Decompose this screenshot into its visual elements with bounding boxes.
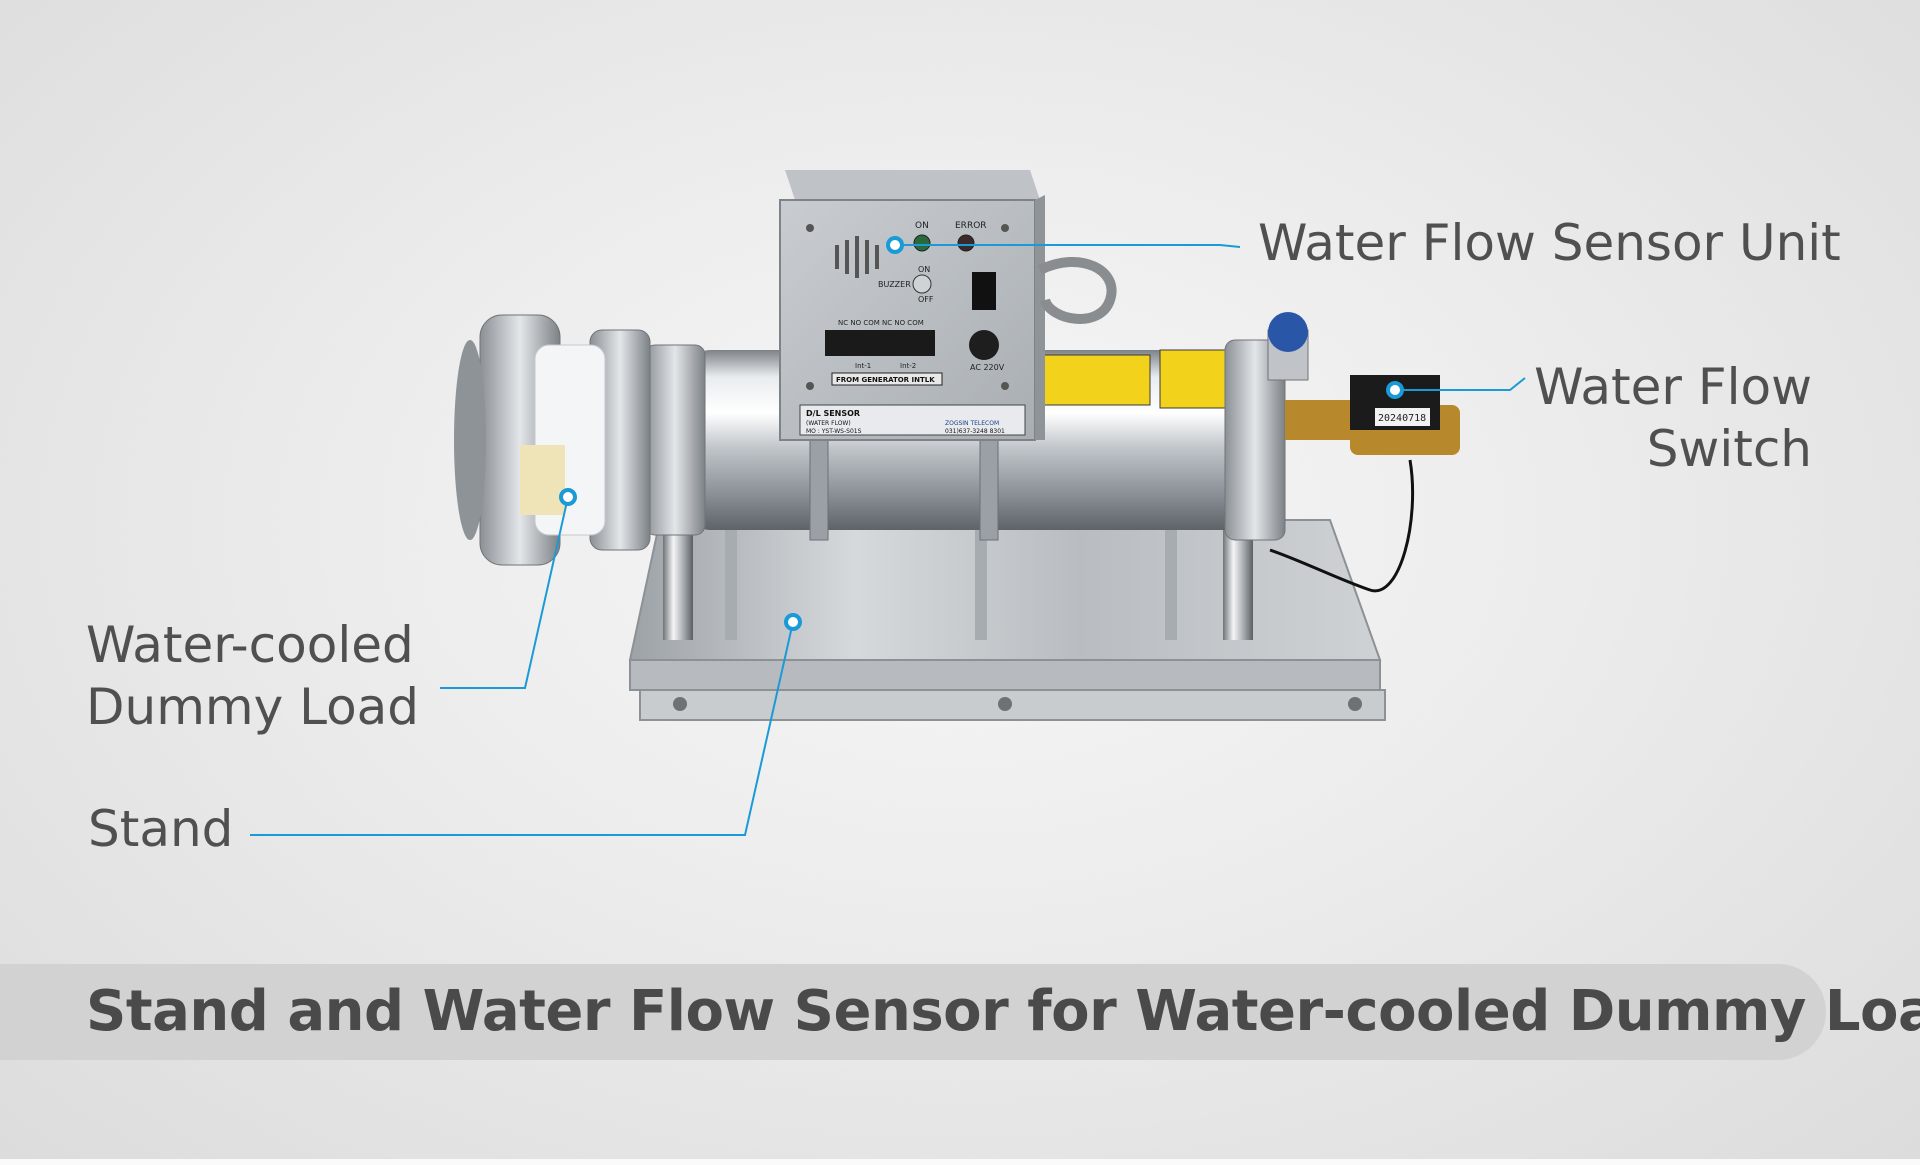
terminal-block: [825, 330, 935, 356]
switch-off-label: OFF: [918, 295, 934, 304]
label-water-cooled-dummy-load: Water-cooled Dummy Load: [86, 614, 419, 738]
callout-flow-switch: [1395, 377, 1526, 391]
stand: [628, 519, 1386, 721]
terminal-caption: FROM GENERATOR INTLK: [836, 376, 935, 384]
led-error-label: ERROR: [955, 221, 987, 231]
water-flow-sensor-box: ON ERROR ON BUZZER OFF AC 220V NC NO COM…: [779, 170, 1117, 441]
dot-flow-switch: [1386, 381, 1404, 399]
label-water-flow-sensor-unit: Water Flow Sensor Unit: [1258, 212, 1841, 274]
plate-line2: (WATER FLOW): [806, 420, 851, 427]
switch-on-label: ON: [918, 265, 930, 274]
buzzer-toggle-icon: [912, 274, 932, 294]
caption-band: [0, 964, 1826, 1060]
plate-line1: D/L SENSOR: [806, 409, 860, 418]
error-led-icon: [957, 234, 975, 252]
dot-stand: [784, 613, 802, 631]
label-flow-switch-line1: Water Flow: [1534, 358, 1812, 416]
callout-dots: [559, 236, 1404, 631]
label-stand: Stand: [88, 798, 233, 860]
callout-dummy-load: [440, 496, 569, 689]
label-stand-text: Stand: [88, 800, 234, 858]
label-flow-switch-line2: Switch: [1646, 420, 1812, 478]
plate-line3: MO : YST-WS-S01S: [806, 428, 862, 435]
callout-stand: [250, 621, 794, 836]
maker-name: ZOGSIN TELECOM: [945, 420, 999, 427]
on-led-icon: [913, 234, 931, 252]
dot-sensor-unit: [886, 236, 904, 254]
intlk1-label: Int-1: [855, 362, 871, 370]
callout-sensor-unit: [895, 244, 1241, 248]
water-flow-switch: 20240718: [1267, 312, 1460, 593]
maker-phone: 031)637-3248 8301: [945, 428, 1005, 435]
label-water-flow-switch: Water Flow Switch: [1534, 356, 1812, 480]
label-sensor-unit-text: Water Flow Sensor Unit: [1258, 214, 1841, 272]
cable-gland-icon: [969, 330, 999, 360]
buzzer-label: BUZZER: [878, 280, 911, 289]
power-label: AC 220V: [970, 363, 1005, 372]
dot-dummy-load: [559, 488, 577, 506]
label-dummy-load-line1: Water-cooled: [86, 616, 414, 674]
terminal-labels: NC NO COM NC NO COM: [838, 319, 924, 327]
bottom-strip: [0, 1159, 1920, 1165]
led-on-label: ON: [915, 221, 929, 231]
switch-tag-text: 20240718: [1378, 413, 1426, 424]
callouts: [250, 244, 1526, 836]
label-dummy-load-line2: Dummy Load: [86, 678, 420, 736]
caption: Stand and Water Flow Sensor for Water-co…: [86, 979, 1920, 1044]
input-flange: [454, 314, 606, 566]
power-switch-icon: [972, 272, 996, 310]
intlk2-label: Int-2: [900, 362, 916, 370]
